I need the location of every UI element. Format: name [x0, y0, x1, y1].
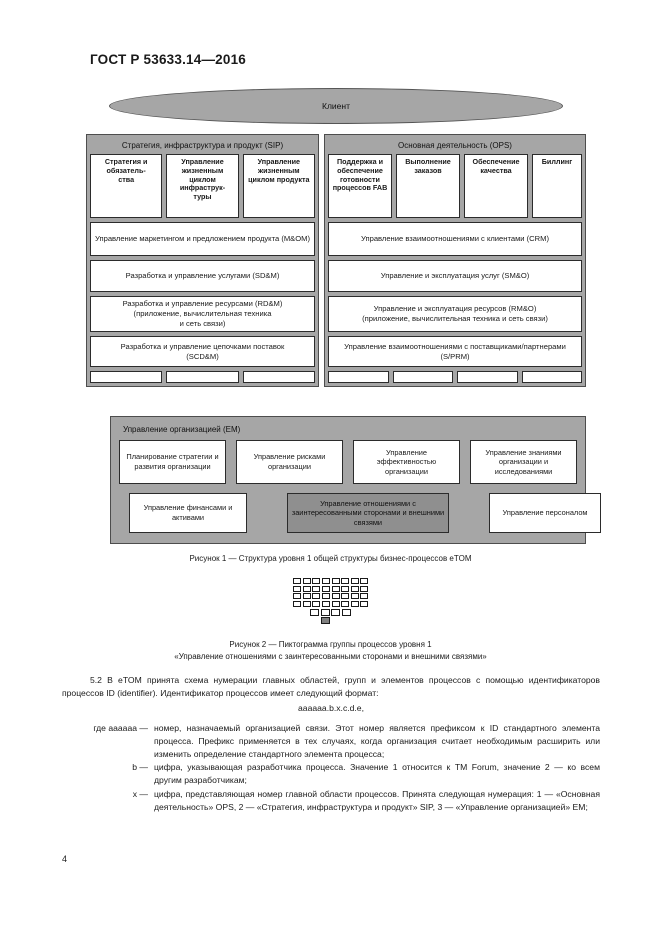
sip-band-rdm: Разработка и управление ресурсами (RD&M)…	[90, 296, 315, 332]
pictogram-grid-left	[293, 578, 330, 607]
ops-band-sprm: Управление взаимоотношениями с поставщик…	[328, 336, 582, 367]
sip-top-row: Стратегия и обязатель- ства Управление ж…	[90, 154, 315, 218]
ops-column: Основная деятельность (OPS) Поддержка и …	[324, 134, 586, 387]
sip-box-infrastructure-lifecycle: Управление жизненным циклом инфраструк- …	[166, 154, 239, 218]
body-text: 5.2 В eTOM принята схема нумерации главн…	[62, 674, 600, 814]
definition-term: где аaaaaa —	[93, 723, 148, 734]
definition-term: b —	[132, 762, 148, 773]
ops-box-fab-readiness: Поддержка и обеспечение готовности проце…	[328, 154, 392, 218]
figure-2-pictogram	[0, 578, 661, 624]
sip-ops-columns: Стратегия, инфраструктура и продукт (SIP…	[86, 134, 586, 387]
definition-text: цифра, указывающая разработчика процесса…	[154, 762, 600, 786]
ops-stub	[392, 371, 453, 383]
sip-box-product-lifecycle: Управление жизненным циклом продукта	[242, 154, 315, 218]
ops-band-crm: Управление взаимоотношениями с клиентами…	[328, 222, 582, 256]
figure-1-caption: Рисунок 1 — Структура уровня 1 общей стр…	[189, 554, 472, 563]
definition-term: x —	[132, 788, 148, 799]
sip-stub	[90, 371, 163, 383]
ops-band-smo: Управление и эксплуатация услуг (SM&O)	[328, 260, 582, 292]
paragraph-5-2: 5.2 В eTOM принята схема нумерации главн…	[62, 675, 600, 699]
client-ellipse: Клиент	[109, 88, 563, 124]
sip-band-sdm: Разработка и управление услугами (SD&M)	[90, 260, 315, 292]
em-box-knowledge-management: Управление знаниями организации и исслед…	[470, 440, 577, 484]
ops-top-row: Поддержка и обеспечение готовности проце…	[328, 154, 582, 218]
em-row-2: Управление финансами и активами Управлен…	[119, 493, 601, 533]
em-box-performance-management: Управление эффективностью организации	[353, 440, 460, 484]
page-number: 4	[62, 854, 68, 864]
sip-title: Стратегия, инфраструктура и продукт (SIP…	[121, 141, 284, 150]
figure-2-caption: Рисунок 2 — Пиктограмма группы процессов…	[0, 639, 661, 662]
figure-1-diagram: Клиент Стратегия, инфраструктура и проду…	[86, 88, 586, 387]
figure-2-caption-line-2: «Управление отношениями с заинтересованн…	[174, 651, 487, 661]
em-box-risk-management: Управление рисками организации	[236, 440, 343, 484]
sip-column: Стратегия, инфраструктура и продукт (SIP…	[86, 134, 319, 387]
ops-stub-row	[328, 371, 582, 383]
ops-stub	[328, 371, 389, 383]
em-box-financial-asset-management: Управление финансами и активами	[129, 493, 247, 533]
definition-text: номер, назначаемый организацией связи. Э…	[154, 723, 600, 760]
em-box-hr-management: Управление персоналом	[489, 493, 601, 533]
definition-text: цифра, представляющая номер главной обла…	[154, 788, 600, 812]
em-panel: Управление организацией (EM) Планировани…	[110, 416, 601, 544]
pictogram-top-grids	[293, 578, 368, 607]
definition-item: x — цифра, представляющая номер главной …	[62, 788, 600, 814]
page-title: ГОСТ Р 53633.14—2016	[90, 52, 246, 67]
definition-list: где аaaaaa — номер, назначаемый организа…	[62, 722, 600, 813]
figure-2-caption-line-1: Рисунок 2 — Пиктограмма группы процессов…	[229, 640, 432, 649]
sip-box-strategy: Стратегия и обязатель- ства	[90, 154, 163, 218]
em-section: Управление организацией (EM) Планировани…	[110, 416, 601, 544]
ops-box-fulfillment: Выполнение заказов	[396, 154, 460, 218]
sip-band-scdm: Разработка и управление цепочками постав…	[90, 336, 315, 367]
ops-title: Основная деятельность (OPS)	[398, 141, 512, 150]
sip-band-mom: Управление маркетингом и предложением пр…	[90, 222, 315, 256]
ops-box-assurance: Обеспечение качества	[464, 154, 528, 218]
em-row-1: Планирование стратегии и развития органи…	[119, 440, 577, 484]
ops-panel: Основная деятельность (OPS) Поддержка и …	[324, 134, 586, 387]
em-title: Управление организацией (EM)	[123, 425, 241, 434]
sip-stub	[166, 371, 239, 383]
sip-panel: Стратегия, инфраструктура и продукт (SIP…	[86, 134, 319, 387]
sip-stub-row	[90, 371, 315, 383]
ops-band-rmo: Управление и эксплуатация ресурсов (RM&O…	[328, 296, 582, 332]
id-format-formula: aaaaaa.b.x.c.d.e,	[298, 703, 364, 714]
pictogram-grid-right	[331, 578, 368, 607]
ops-stub	[457, 371, 518, 383]
ops-stub	[521, 371, 582, 383]
em-box-stakeholder-relations: Управление отношениями с заинтересованны…	[287, 493, 449, 533]
sip-stub	[242, 371, 315, 383]
definition-item: b — цифра, указывающая разработчика проц…	[62, 761, 600, 787]
pictogram-bottom-grid	[310, 608, 351, 624]
client-label: Клиент	[322, 101, 350, 111]
em-box-strategy-planning: Планирование стратегии и развития органи…	[119, 440, 226, 484]
ops-box-billing: Биллинг	[532, 154, 582, 218]
definition-item: где аaaaaa — номер, назначаемый организа…	[62, 722, 600, 761]
